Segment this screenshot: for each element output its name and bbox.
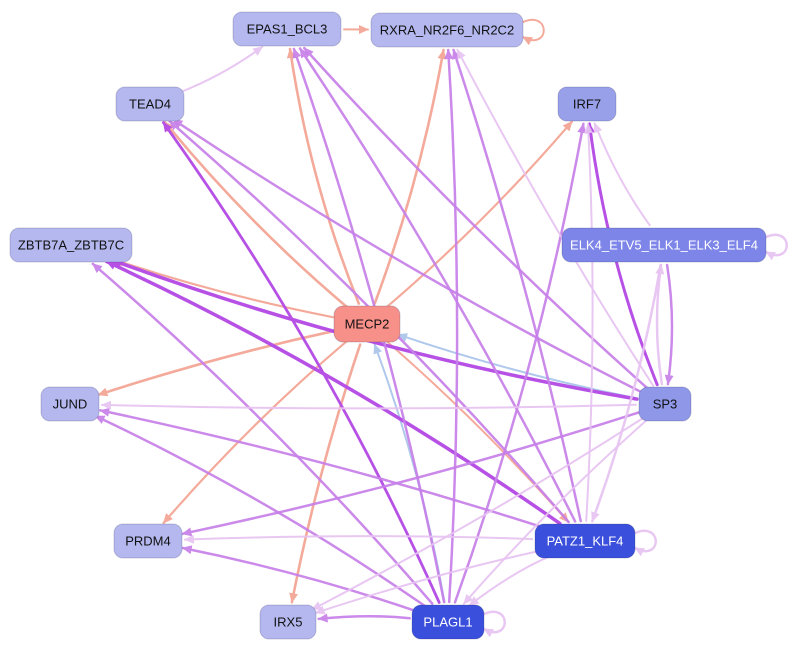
edge-rxra_nr2f6_nr2c2-to-rxra_nr2f6_nr2c2[interactable] — [520, 18, 545, 46]
edge-plagl1-to-rxra_nr2f6_nr2c2[interactable] — [444, 48, 459, 604]
edge-plagl1-to-jund[interactable] — [94, 414, 427, 608]
node-epas1_bcl3[interactable]: EPAS1_BCL3 — [232, 11, 342, 47]
node-jund[interactable]: JUND — [40, 386, 100, 422]
edge-elk4_etv5_elk1_elk3_elf4-to-patz1_klf4[interactable] — [591, 263, 662, 523]
edge-elk4_etv5_elk1_elk3_elf4-to-irf7[interactable] — [593, 122, 651, 227]
edge-sp3-to-elk4_etv5_elk1_elk3_elf4[interactable] — [655, 263, 665, 386]
node-mecp2[interactable]: MECP2 — [333, 305, 401, 343]
node-shape[interactable] — [534, 523, 636, 559]
edge-sp3-to-rxra_nr2f6_nr2c2[interactable] — [456, 48, 655, 387]
node-tead4[interactable]: TEAD4 — [115, 86, 185, 122]
edge-mecp2-to-tead4[interactable] — [163, 121, 348, 308]
edge-patz1_klf4-to-jund[interactable] — [99, 407, 546, 530]
edge-sp3-to-jund[interactable] — [101, 400, 637, 410]
node-prdm4[interactable]: PRDM4 — [113, 523, 183, 559]
edge-sp3-to-irx5[interactable] — [311, 416, 645, 611]
edge-elk4_etv5_elk1_elk3_elf4-to-elk4_etv5_elk1_elk3_elf4[interactable] — [762, 233, 788, 261]
edge-sp3-to-plagl1[interactable] — [462, 418, 649, 605]
edge-sp3-to-epas1_bcl3[interactable] — [303, 46, 649, 390]
node-rxra_nr2f6_nr2c2[interactable]: RXRA_NR2F6_NR2C2 — [370, 12, 524, 48]
edge-sp3-to-mecp2[interactable] — [397, 333, 639, 400]
edge-plagl1-to-zbtb7a_zbtb7c[interactable] — [91, 262, 434, 605]
edge-mecp2-to-rxra_nr2f6_nr2c2[interactable] — [373, 48, 447, 305]
edge-patz1_klf4-to-epas1_bcl3[interactable] — [298, 47, 577, 523]
edge-plagl1-to-plagl1[interactable] — [480, 610, 506, 638]
edge-patz1_klf4-to-plagl1[interactable] — [468, 555, 552, 607]
edge-plagl1-to-prdm4[interactable] — [181, 545, 417, 613]
edge-mecp2-to-irx5[interactable] — [289, 343, 362, 604]
node-elk4_etv5_elk1_elk3_elf4[interactable]: ELK4_ETV5_ELK1_ELK3_ELF4 — [561, 227, 767, 263]
node-shape[interactable] — [9, 227, 133, 263]
node-shape[interactable] — [638, 386, 692, 422]
edge-patz1_klf4-to-irx5[interactable] — [314, 550, 541, 615]
edge-plagl1-to-irx5[interactable] — [317, 613, 411, 623]
node-shape[interactable] — [557, 86, 617, 122]
node-shape[interactable] — [40, 386, 100, 422]
node-shape[interactable] — [259, 604, 317, 640]
node-shape[interactable] — [411, 604, 485, 640]
edge-patz1_klf4-to-rxra_nr2f6_nr2c2[interactable] — [452, 48, 582, 523]
edge-patz1_klf4-to-prdm4[interactable] — [183, 534, 534, 544]
node-shape[interactable] — [561, 227, 767, 263]
edge-mecp2-to-zbtb7a_zbtb7c[interactable] — [113, 258, 334, 319]
node-shape[interactable] — [333, 305, 401, 343]
edge-patz1_klf4-to-irf7[interactable] — [583, 123, 594, 522]
edge-mecp2-to-prdm4[interactable] — [162, 340, 348, 524]
edge-mecp2-to-epas1_bcl3[interactable] — [286, 47, 361, 305]
node-sp3[interactable]: SP3 — [638, 386, 692, 422]
node-plagl1[interactable]: PLAGL1 — [411, 604, 485, 640]
edge-elk4_etv5_elk1_elk3_elf4-to-sp3[interactable] — [664, 263, 674, 386]
edge-sp3-to-prdm4[interactable] — [181, 411, 640, 537]
node-patz1_klf4[interactable]: PATZ1_KLF4 — [534, 523, 636, 559]
edge-plagl1-to-tead4[interactable] — [162, 121, 441, 604]
node-shape[interactable] — [113, 523, 183, 559]
node-irx5[interactable]: IRX5 — [259, 604, 317, 640]
edge-layer — [91, 18, 788, 638]
node-irf7[interactable]: IRF7 — [557, 86, 617, 122]
edge-sp3-to-tead4[interactable] — [172, 118, 643, 394]
edge-tead4-to-epas1_bcl3[interactable] — [179, 46, 264, 94]
node-shape[interactable] — [115, 86, 185, 122]
node-shape[interactable] — [370, 12, 524, 48]
edge-patz1_klf4-to-zbtb7a_zbtb7c[interactable] — [104, 259, 562, 526]
node-shape[interactable] — [232, 11, 342, 47]
edge-mecp2-to-irf7[interactable] — [386, 120, 573, 308]
edge-patz1_klf4-to-patz1_klf4[interactable] — [631, 529, 657, 557]
node-zbtb7a_zbtb7c[interactable]: ZBTB7A_ZBTB7C — [9, 227, 133, 263]
